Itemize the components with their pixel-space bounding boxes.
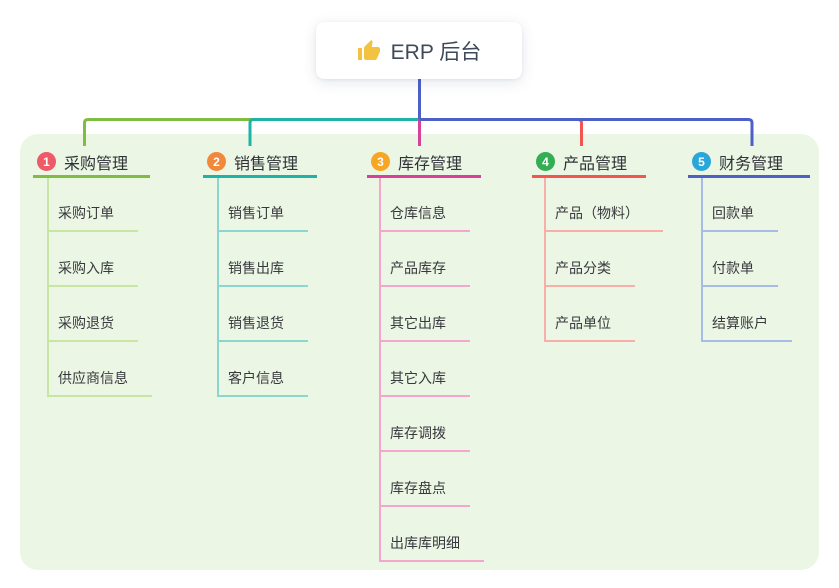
product-unit-node[interactable]: 产品单位: [545, 314, 635, 342]
product-category-node[interactable]: 产品分类: [545, 259, 635, 287]
branch-label: 库存管理: [398, 155, 463, 173]
root-node[interactable]: ERP 后台: [316, 22, 522, 79]
product-stock-node[interactable]: 产品库存: [380, 259, 470, 287]
branch-child-line-3: [379, 178, 381, 562]
customer-info-node[interactable]: 客户信息: [218, 369, 308, 397]
badge-2: 2: [207, 152, 226, 171]
branch-header-sales[interactable]: 2 销售管理: [203, 148, 317, 178]
other-outbound-node[interactable]: 其它出库: [380, 314, 470, 342]
purchase-return-node[interactable]: 采购退货: [48, 314, 138, 342]
branch-label: 产品管理: [563, 155, 628, 173]
branch-header-purchase[interactable]: 1 采购管理: [33, 148, 150, 178]
purchase-inbound-node[interactable]: 采购入库: [48, 259, 138, 287]
root-node-label: ERP 后台: [390, 40, 482, 64]
branch-child-line-2: [217, 178, 219, 397]
sales-order-node[interactable]: 销售订单: [218, 204, 308, 232]
branches-panel: [20, 134, 819, 570]
settlement-account-node[interactable]: 结算账户: [702, 314, 792, 342]
branch-child-line-5: [701, 178, 703, 342]
outbound-detail-node[interactable]: 出库库明细: [380, 534, 484, 562]
badge-3: 3: [371, 152, 390, 171]
branch-label: 销售管理: [234, 155, 299, 173]
branch-header-finance[interactable]: 5 财务管理: [688, 148, 810, 178]
stock-check-node[interactable]: 库存盘点: [380, 479, 470, 507]
warehouse-info-node[interactable]: 仓库信息: [380, 204, 470, 232]
branch-header-inventory[interactable]: 3 库存管理: [367, 148, 481, 178]
receipt-order-node[interactable]: 回款单: [702, 204, 778, 232]
product-material-node[interactable]: 产品（物料）: [545, 204, 663, 232]
sales-return-node[interactable]: 销售退货: [218, 314, 308, 342]
branch-header-product[interactable]: 4 产品管理: [532, 148, 646, 178]
badge-1: 1: [37, 152, 56, 171]
branch-label: 财务管理: [719, 155, 784, 173]
branch-label: 采购管理: [64, 155, 129, 173]
payment-order-node[interactable]: 付款单: [702, 259, 778, 287]
branch-child-line-1: [47, 178, 49, 397]
thumbs-up-icon: [357, 39, 380, 60]
badge-5: 5: [692, 152, 711, 171]
other-inbound-node[interactable]: 其它入库: [380, 369, 470, 397]
branch-child-line-4: [544, 178, 546, 342]
sales-outbound-node[interactable]: 销售出库: [218, 259, 308, 287]
purchase-order-node[interactable]: 采购订单: [48, 204, 138, 232]
supplier-info-node[interactable]: 供应商信息: [48, 369, 152, 397]
stock-transfer-node[interactable]: 库存调拨: [380, 424, 470, 452]
badge-4: 4: [536, 152, 555, 171]
